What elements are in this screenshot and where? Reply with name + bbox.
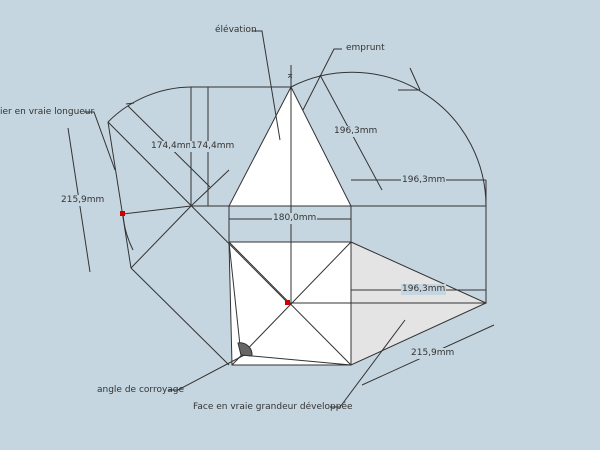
label-face: Face en vraie grandeur développée [193, 402, 353, 412]
leader-arretier [84, 111, 116, 171]
label-emprunt: emprunt [346, 43, 385, 53]
plan-edge [240, 354, 352, 366]
left-diagonal [190, 169, 230, 207]
dimension-label: 180,0mm [272, 213, 318, 224]
compass-mark: ⌅ [286, 70, 294, 81]
selection-marker [285, 300, 290, 305]
label-elevation: élévation [215, 25, 257, 35]
arc-tick [125, 102, 135, 105]
dimension-label: 215,9mm [60, 195, 106, 206]
left-arc [107, 86, 192, 123]
dimension-label: 215,9mm [410, 348, 456, 359]
hip-line [122, 205, 192, 215]
dimension-label: 196,3mm [401, 175, 447, 186]
leader-emprunt [302, 48, 342, 111]
selection-marker [120, 211, 125, 216]
right-arc [290, 71, 487, 207]
dimension-label: 174,4mm [190, 141, 236, 152]
angle-marker [237, 342, 253, 357]
dimension-label: 196,3mm [333, 126, 379, 137]
left-face-edge [130, 267, 230, 366]
left-diagonal [107, 121, 289, 304]
label-angle: angle de corroyage [97, 385, 185, 395]
leader-elevation [252, 30, 281, 141]
arc-tick [409, 67, 421, 91]
elevation-face [228, 85, 352, 207]
dimension-label: 196,3mm [401, 284, 447, 295]
leader-angle [168, 351, 251, 391]
dimension-label: 174,4mm [150, 141, 196, 152]
plan-diagonal [231, 241, 352, 366]
label-arretier: ier en vraie longueur [0, 107, 95, 117]
left-face-edge [107, 121, 132, 269]
left-diagonal [130, 205, 192, 269]
left-arc-lower [122, 213, 134, 251]
plan-edge [228, 241, 242, 356]
leader-face [330, 319, 406, 408]
